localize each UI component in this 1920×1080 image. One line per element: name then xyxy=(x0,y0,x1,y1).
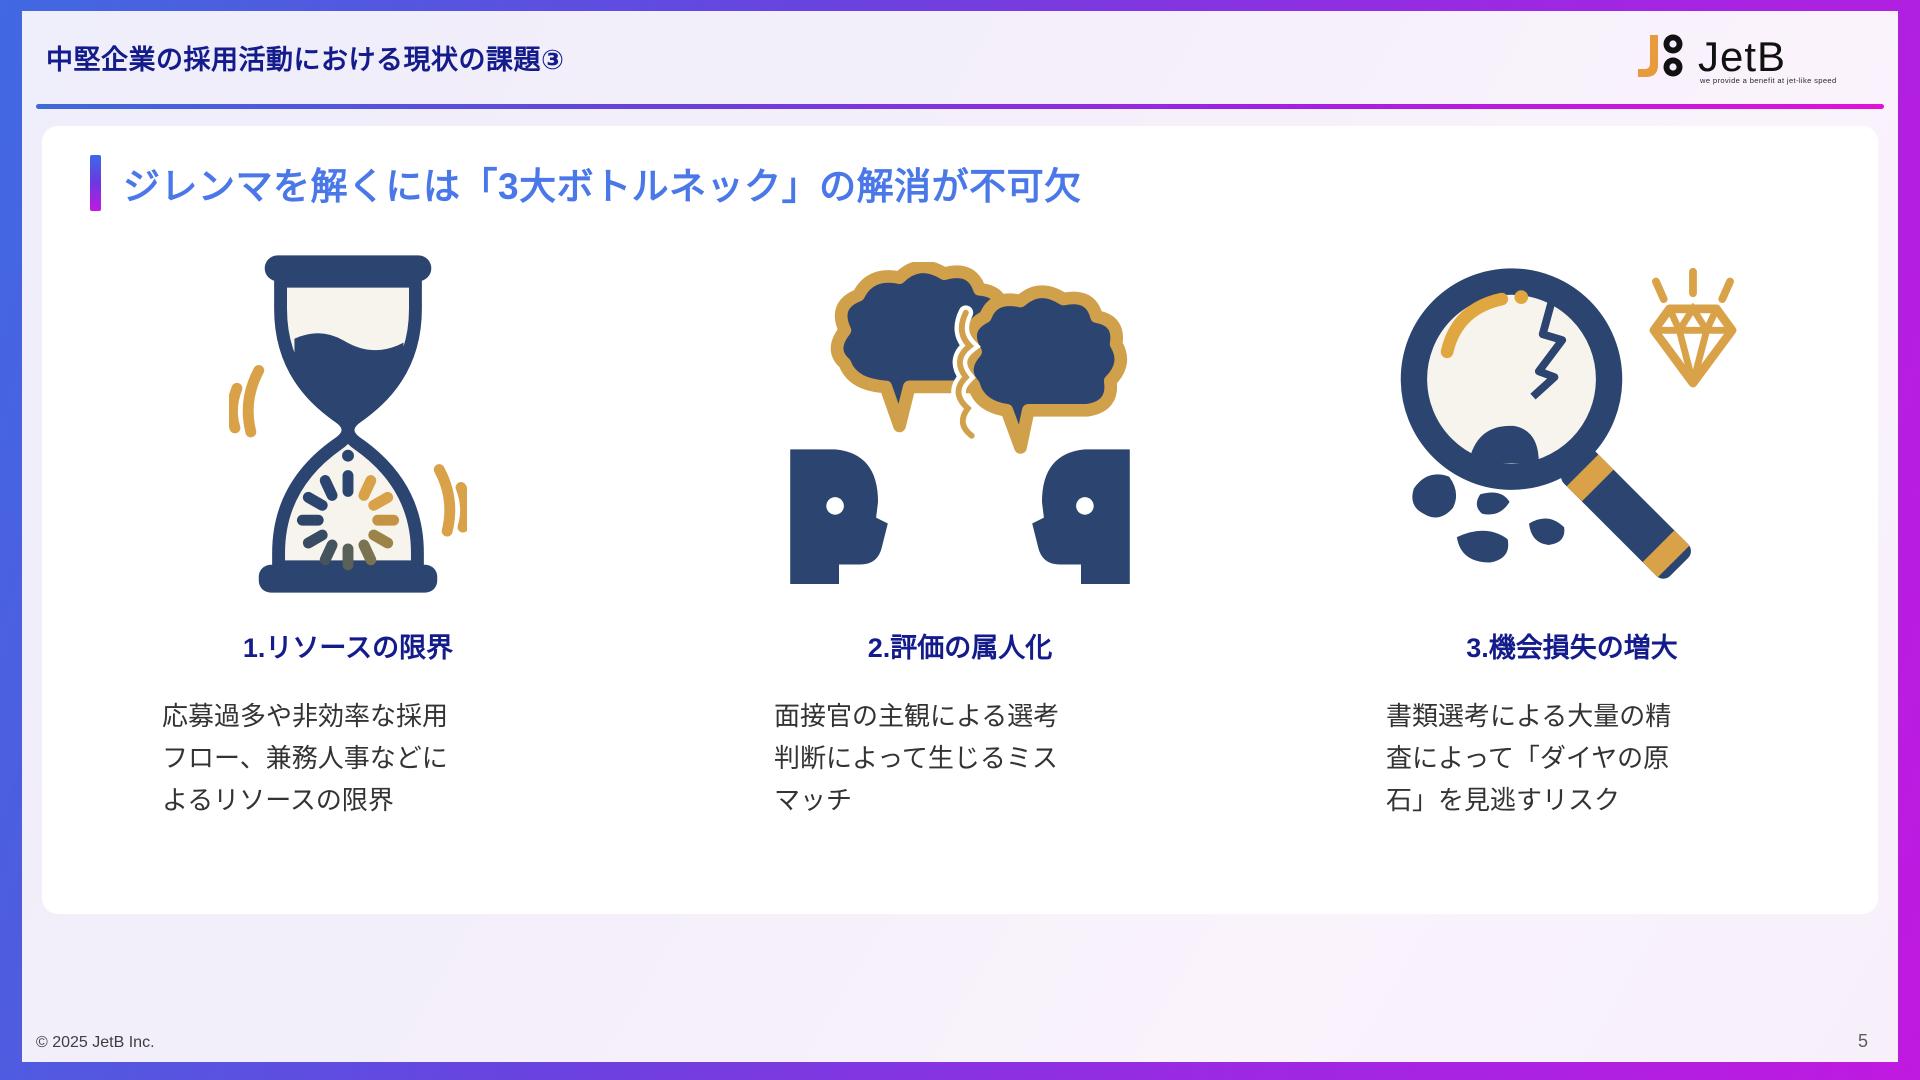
header-divider xyxy=(36,104,1884,109)
page-number: 5 xyxy=(1857,1031,1868,1051)
section-heading: ジレンマを解くには「3大ボトルネック」の解消が不可欠 xyxy=(90,155,1082,211)
bottleneck-columns: 1.リソースの限界 応募過多や非効率な採用 フロー、兼務人事などに よるリソース… xyxy=(42,238,1878,821)
slide-header: 中堅企業の採用活動における現状の課題③ JetB we provide a be… xyxy=(22,11,1898,109)
bottleneck-column-3: 3.機会損失の増大 書類選考による大量の精 査によって「ダイヤの原 石」を見逃す… xyxy=(1266,238,1878,821)
copyright-text: © 2025 JetB Inc. xyxy=(36,1034,155,1051)
logo-tagline: we provide a benefit at jet-like speed xyxy=(1699,76,1837,85)
page-title: 中堅企業の採用活動における現状の課題③ xyxy=(46,45,565,75)
column-body-wrap: 書類選考による大量の精 査によって「ダイヤの原 石」を見逃すリスク xyxy=(1386,665,1758,821)
content-card: ジレンマを解くには「3大ボトルネック」の解消が不可欠 xyxy=(42,126,1878,914)
jetb-logo: JetB we provide a benefit at jet-like sp… xyxy=(1626,27,1866,87)
column-title: 1.リソースの限界 xyxy=(242,633,454,663)
bottleneck-column-2: 2.評価の属人化 面接官の主観による選考 判断によって生じるミス マッチ xyxy=(654,238,1266,821)
speech-bubbles-conflict-icon xyxy=(784,238,1136,608)
hourglass-icon xyxy=(229,238,467,608)
slide-canvas: 中堅企業の採用活動における現状の課題③ JetB we provide a be… xyxy=(22,11,1898,1062)
column-body-wrap: 応募過多や非効率な採用 フロー、兼務人事などに よるリソースの限界 xyxy=(162,665,534,821)
column-title: 2.評価の属人化 xyxy=(867,633,1053,663)
column-title: 3.機会損失の増大 xyxy=(1466,633,1678,663)
column-body: 応募過多や非効率な採用 フロー、兼務人事などに よるリソースの限界 xyxy=(162,701,449,816)
column-body: 書類選考による大量の精 査によって「ダイヤの原 石」を見逃すリスク xyxy=(1386,701,1672,816)
column-body: 面接官の主観による選考 判断によって生じるミス マッチ xyxy=(774,701,1060,816)
svg-text:JetB: JetB xyxy=(1698,33,1786,80)
bottleneck-column-1: 1.リソースの限界 応募過多や非効率な採用 フロー、兼務人事などに よるリソース… xyxy=(42,238,654,821)
accent-bar xyxy=(90,155,101,211)
column-body-wrap: 面接官の主観による選考 判断によって生じるミス マッチ xyxy=(774,665,1146,821)
section-title: ジレンマを解くには「3大ボトルネック」の解消が不可欠 xyxy=(123,166,1082,207)
cracked-magnifier-diamond-icon xyxy=(1396,238,1748,608)
